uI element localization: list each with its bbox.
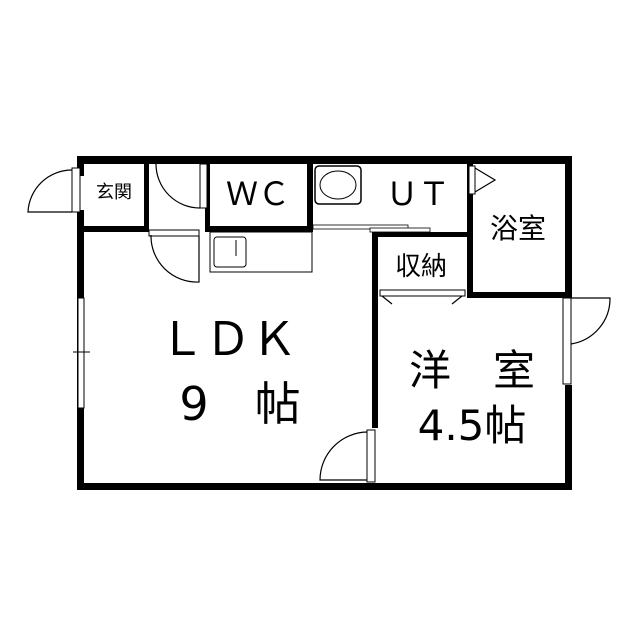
entrance-door[interactable]	[27, 167, 81, 213]
kitchen-sink-icon	[209, 231, 313, 273]
room-label-western: 洋 室	[409, 346, 535, 395]
room-label-storage: 収納	[395, 252, 447, 282]
window-left	[73, 297, 90, 409]
storage-door[interactable]	[379, 289, 466, 305]
western-room-door[interactable]	[319, 429, 376, 483]
room-size-western: 4.5帖	[418, 401, 527, 450]
ut-sliding-door[interactable]	[312, 224, 431, 233]
room-label-ut: ＵＴ	[386, 175, 450, 213]
room-size-ldk: 9 帖	[179, 377, 300, 431]
wc-door[interactable]	[155, 163, 208, 209]
washbasin-icon	[314, 165, 362, 205]
bath-door[interactable]	[468, 165, 497, 195]
ldk-door-top[interactable]	[148, 229, 200, 283]
room-label-bath: 浴室	[490, 212, 546, 245]
balcony-window[interactable]	[562, 297, 611, 385]
room-label-ldk: ＬＤＫ	[159, 312, 297, 366]
room-label-genkan: 玄関	[96, 182, 132, 203]
room-label-wc: ＷＣ	[226, 175, 290, 213]
